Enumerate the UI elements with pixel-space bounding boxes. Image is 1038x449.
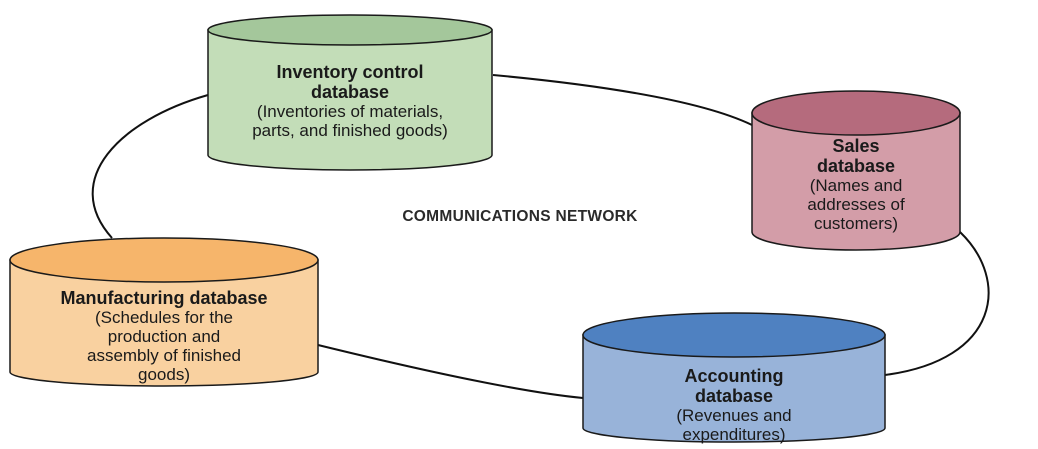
inventory-database-cylinder: [207, 14, 493, 171]
inventory-database-title: Inventory control database: [276, 62, 424, 103]
inventory-database-label: Inventory control database (Inventories …: [218, 62, 482, 140]
cylinder-body: [582, 334, 886, 443]
manufacturing-database-cylinder: [9, 237, 319, 387]
accounting-database-label: Accounting database (Revenues and expend…: [590, 366, 878, 444]
sales-database-label: Sales database (Names and addresses of c…: [762, 136, 950, 233]
cylinder-top: [207, 14, 493, 46]
network-link: [317, 344, 584, 399]
cylinder-body: [751, 112, 961, 251]
sales-database-description: (Names and addresses of customers): [807, 176, 905, 234]
accounting-database-description: (Revenues and expenditures): [676, 406, 792, 445]
network-link: [91, 94, 209, 239]
network-label: COMMUNICATIONS NETWORK: [402, 208, 638, 225]
network-link: [884, 231, 990, 376]
accounting-database-cylinder: [582, 312, 886, 443]
cylinder-body: [207, 29, 493, 171]
manufacturing-database-description: (Schedules for the production and assemb…: [86, 308, 242, 385]
manufacturing-database-label: Manufacturing database (Schedules for th…: [12, 288, 316, 384]
cylinder-top: [582, 312, 886, 358]
sales-database-cylinder: [751, 90, 961, 251]
cylinder-body: [9, 259, 319, 387]
sales-database-title: Sales database: [816, 136, 896, 177]
cylinder-top: [751, 90, 961, 136]
accounting-database-title: Accounting database: [684, 366, 784, 407]
network-link: [492, 74, 753, 126]
cylinder-top: [9, 237, 319, 283]
manufacturing-database-title: Manufacturing database: [60, 288, 268, 308]
inventory-database-description: (Inventories of materials, parts, and fi…: [252, 102, 448, 141]
